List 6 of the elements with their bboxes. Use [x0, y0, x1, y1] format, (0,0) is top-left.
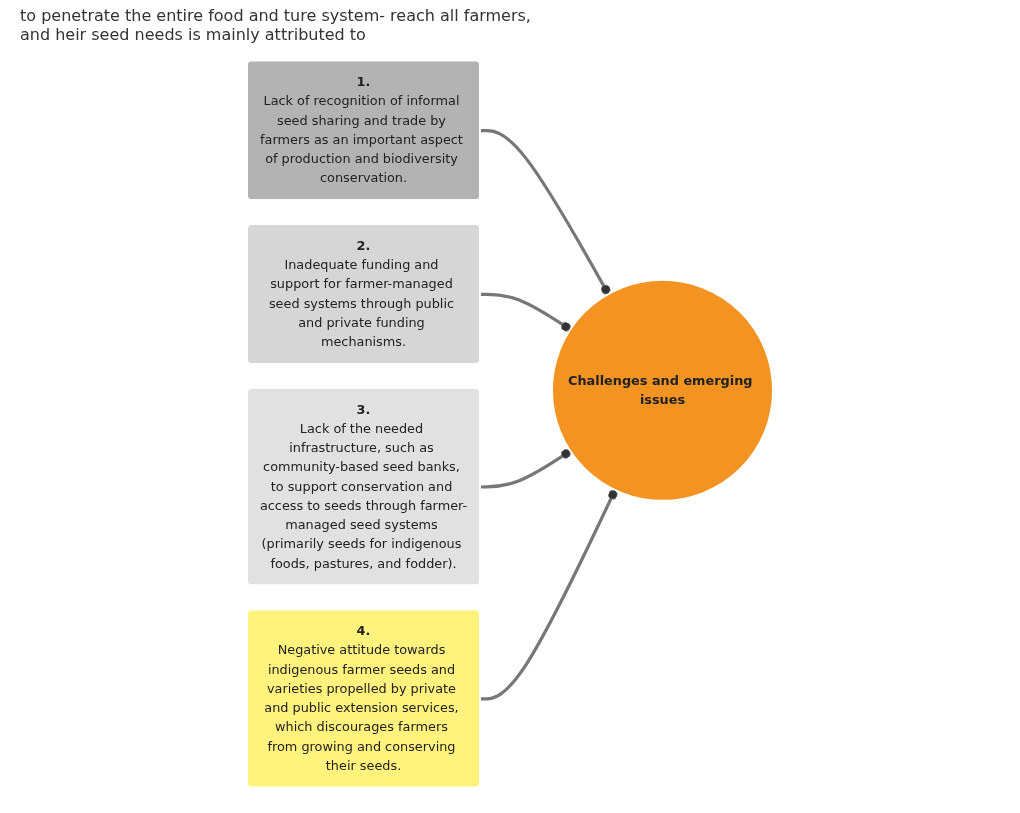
paragraph-text: to penetrate the entire food and ture system- reach all farmers, and heir seed needs is mainly attributed to [20, 6, 532, 44]
node-circle: Challenges and emerging issues [551, 279, 774, 502]
connector [480, 292, 572, 332]
connector [480, 489, 618, 701]
connector [480, 128, 611, 295]
connector [480, 449, 572, 489]
